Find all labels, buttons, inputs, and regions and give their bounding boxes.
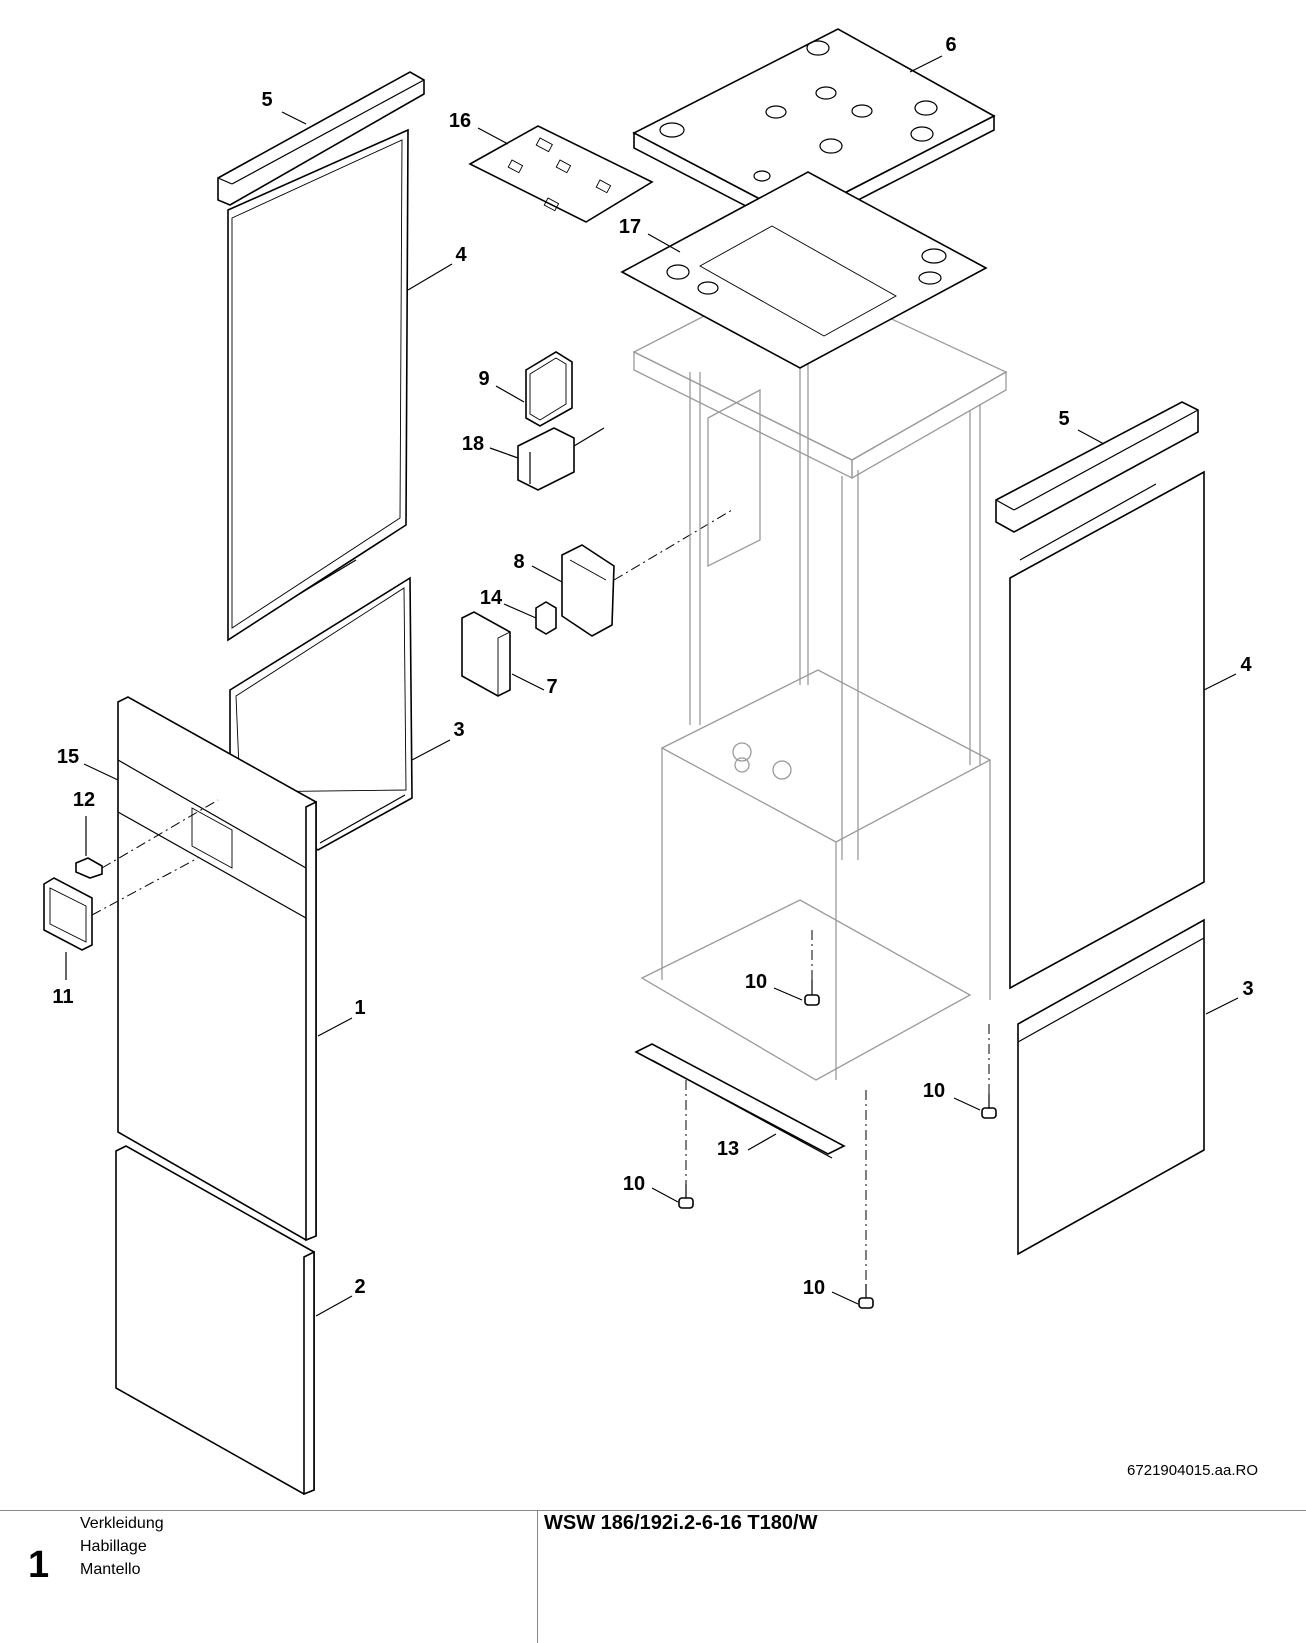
callout-c3b: 3 <box>1242 978 1253 1000</box>
small-module <box>535 601 557 635</box>
callout-c5b: 5 <box>1058 408 1069 430</box>
callout-c12: 12 <box>73 789 95 811</box>
leader-lines <box>65 55 1239 1317</box>
callout-c10d: 10 <box>803 1277 825 1299</box>
foot-3 <box>678 1184 694 1209</box>
callout-c16: 16 <box>449 110 471 132</box>
callout-c3a: 3 <box>453 719 464 741</box>
section-number: 1 <box>28 1544 50 1586</box>
model-name: WSW 186/192i.2-6-16 T180/W <box>544 1512 818 1534</box>
front-panel-upper <box>117 696 317 1242</box>
foot-1 <box>804 980 820 1006</box>
top-strip-right <box>995 401 1199 533</box>
foot-4 <box>858 1284 874 1309</box>
callout-c17: 17 <box>619 216 641 238</box>
callout-c2: 2 <box>354 1276 365 1298</box>
callout-c8: 8 <box>513 551 524 573</box>
callout-c5a: 5 <box>261 89 272 111</box>
control-panel-sheet <box>468 125 654 223</box>
assembly-line-display <box>91 857 199 916</box>
cover-box <box>525 351 573 427</box>
callout-c11: 11 <box>52 986 73 1008</box>
section-name-fr: Habillage <box>80 1538 147 1555</box>
side-panel-lower-right <box>1017 918 1205 1256</box>
circuit-board <box>561 544 615 637</box>
side-panel-upper-right <box>1009 470 1205 990</box>
front-panel-lower <box>115 1145 315 1496</box>
connector-box <box>517 427 605 491</box>
callout-c15: 15 <box>57 746 79 768</box>
footer-divider <box>537 1510 538 1643</box>
callout-c1: 1 <box>354 997 365 1019</box>
callout-c10b: 10 <box>923 1080 945 1102</box>
section-names: Verkleidung Habillage Mantello <box>80 1512 164 1581</box>
frame <box>632 271 1008 1081</box>
callout-c10c: 10 <box>623 1173 645 1195</box>
callout-c6: 6 <box>945 34 956 56</box>
top-subframe <box>620 171 988 369</box>
callout-c14: 14 <box>480 587 503 609</box>
assembly-line-board <box>613 509 733 581</box>
document-number: 6721904015.aa.RO <box>1127 1462 1258 1479</box>
callout-c13: 13 <box>717 1138 739 1160</box>
assembly-line-sticker <box>101 799 219 869</box>
callout-c7: 7 <box>546 676 557 698</box>
callout-c4b: 4 <box>1240 654 1252 676</box>
callout-c10a: 10 <box>745 971 767 993</box>
base-rail <box>634 1043 846 1159</box>
sticker <box>75 857 103 879</box>
exploded-parts-diagram: .p { fill:#fff; stroke:#000; stroke-widt… <box>43 28 1254 1496</box>
footer: 1 Verkleidung Habillage Mantello WSW 186… <box>0 1510 1306 1643</box>
callout-c18: 18 <box>462 433 484 455</box>
side-panel-upper-left <box>227 128 409 642</box>
footer-rule <box>0 1510 1306 1511</box>
top-strip-left <box>217 71 425 206</box>
foot-2 <box>981 1094 997 1119</box>
callout-c4a: 4 <box>455 244 467 266</box>
section-name-de: Verkleidung <box>80 1515 164 1532</box>
module-box <box>461 611 511 697</box>
display-frame <box>43 877 93 951</box>
callout-c9: 9 <box>478 368 489 390</box>
section-name-it: Mantello <box>80 1561 141 1578</box>
